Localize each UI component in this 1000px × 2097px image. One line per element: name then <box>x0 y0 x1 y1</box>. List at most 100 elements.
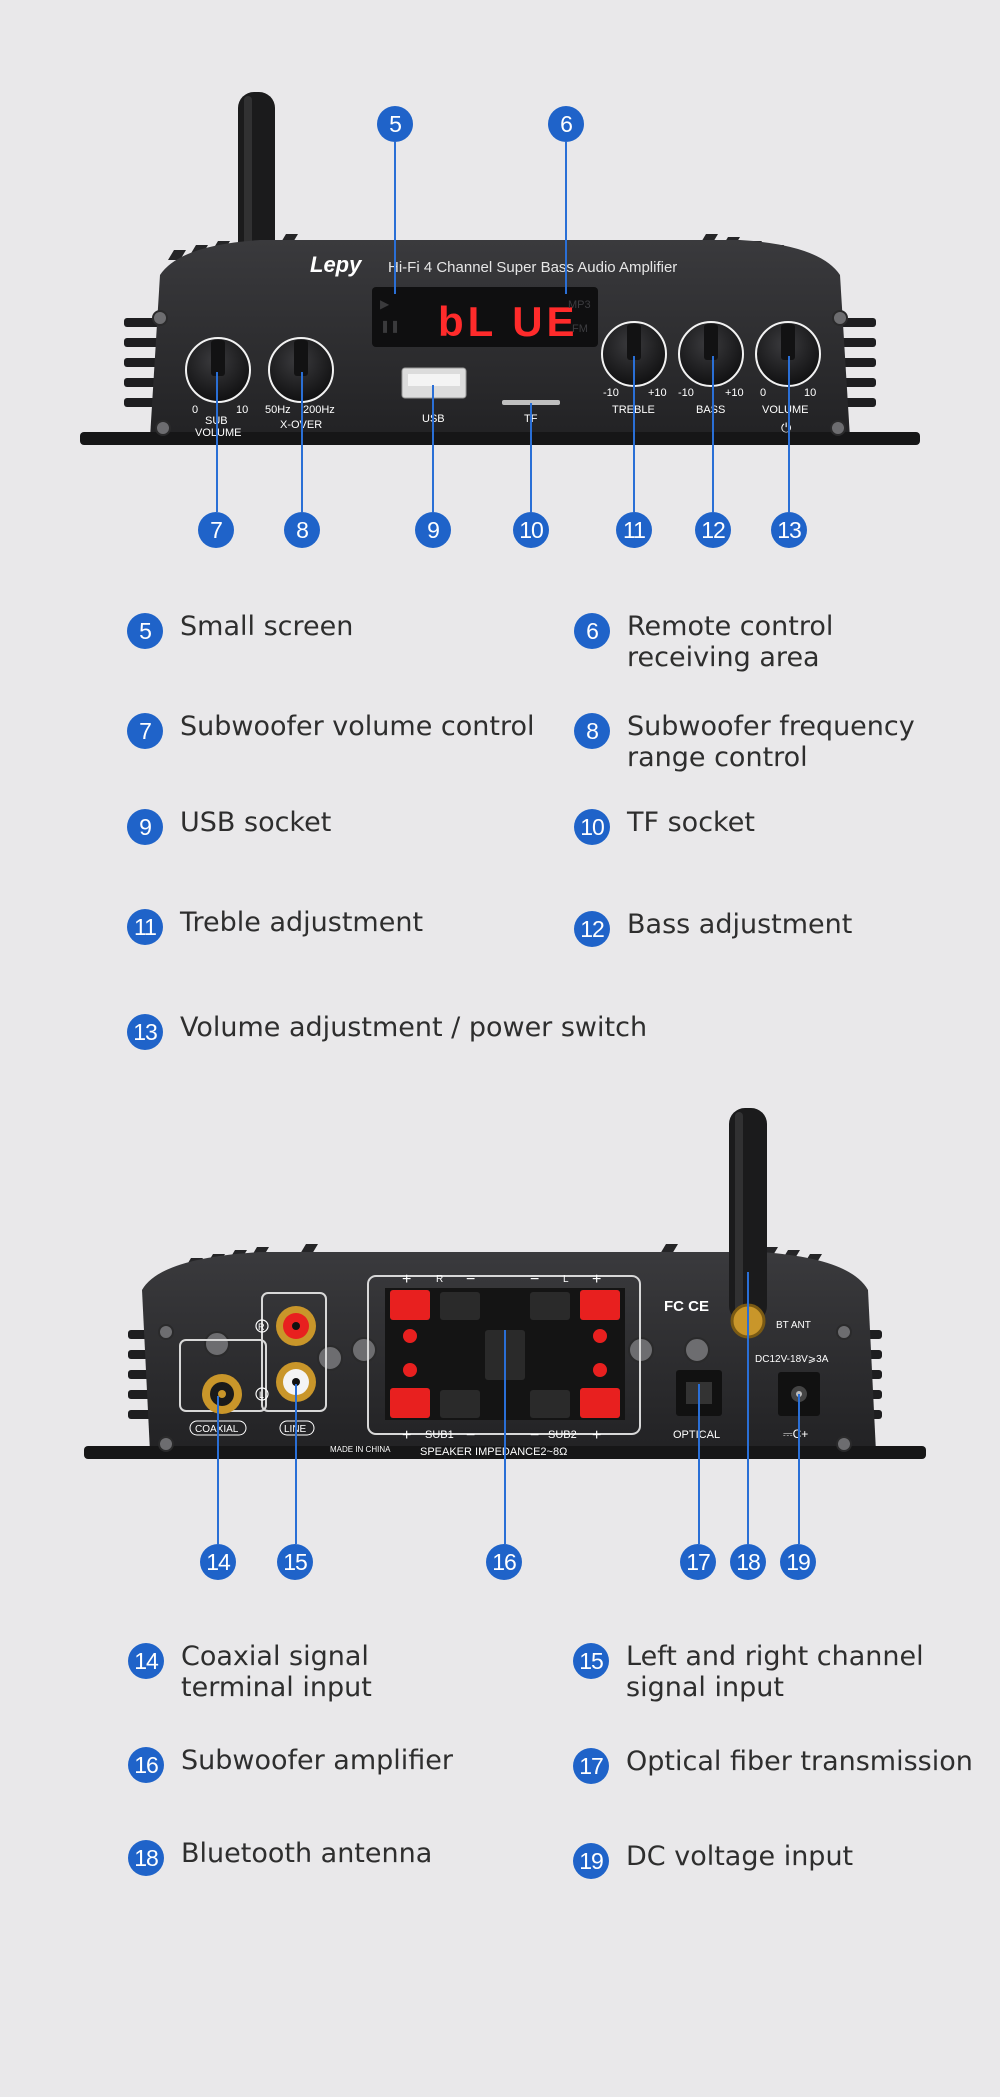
legend-item-16: 16 Subwoofer amplifier <box>128 1745 453 1783</box>
leader-10 <box>530 403 532 512</box>
svg-text:10: 10 <box>804 387 816 399</box>
svg-text:SUB2: SUB2 <box>548 1429 577 1441</box>
svg-text:▶: ▶ <box>380 297 390 311</box>
callout-16: 16 <box>486 1544 522 1580</box>
svg-text:+: + <box>402 1427 411 1444</box>
legend-item-11: 11 Treble adjustment <box>127 907 423 945</box>
legend-num: 13 <box>127 1014 163 1050</box>
legend-item-18: 18 Bluetooth antenna <box>128 1838 432 1876</box>
legend-text: USB socket <box>180 807 332 838</box>
legend-num: 12 <box>574 911 610 947</box>
legend-item-7: 7 Subwoofer volume control <box>127 711 535 749</box>
svg-text:OPTICAL: OPTICAL <box>673 1429 720 1441</box>
leader-16 <box>504 1330 506 1544</box>
svg-text:BASS: BASS <box>696 404 725 416</box>
svg-text:50Hz: 50Hz <box>265 404 291 416</box>
brand-logo: Lepy <box>310 252 363 277</box>
legend-item-5: 5 Small screen <box>127 611 353 649</box>
callout-9: 9 <box>415 512 451 548</box>
svg-text:L: L <box>563 1274 569 1285</box>
front-antenna <box>238 92 275 262</box>
svg-text:DC12V-18V⩾3A: DC12V-18V⩾3A <box>755 1354 829 1365</box>
svg-text:MADE IN CHINA: MADE IN CHINA <box>330 1445 391 1454</box>
legend-num: 5 <box>127 613 163 649</box>
callout-5: 5 <box>377 106 413 142</box>
svg-text:BT ANT: BT ANT <box>776 1320 811 1331</box>
callout-8: 8 <box>284 512 320 548</box>
legend-num: 8 <box>574 713 610 749</box>
svg-text:MP3: MP3 <box>568 299 591 311</box>
front-panel-illustration: Lepy Hi-Fi 4 Channel Super Bass Audio Am… <box>0 0 1000 460</box>
svg-text:COAXIAL: COAXIAL <box>195 1424 239 1435</box>
model-title: Hi-Fi 4 Channel Super Bass Audio Amplifi… <box>388 259 677 276</box>
leader-14 <box>217 1396 219 1544</box>
usb-port: USB <box>401 367 467 425</box>
svg-text:10: 10 <box>236 404 248 416</box>
svg-text:SPEAKER IMPEDANCE2~8Ω: SPEAKER IMPEDANCE2~8Ω <box>420 1446 567 1458</box>
svg-text:L: L <box>259 1390 264 1400</box>
rear-panel-illustration: R L COAXIAL LINE MADE IN CHINA +R −− L+ … <box>0 1100 1000 1480</box>
callout-17: 17 <box>680 1544 716 1580</box>
svg-text:FC CE: FC CE <box>664 1298 709 1315</box>
display-text: bL UE <box>438 298 579 345</box>
legend-item-10: 10 TF socket <box>574 807 755 845</box>
legend-text: Remote control receiving area <box>627 611 834 673</box>
callout-7: 7 <box>198 512 234 548</box>
leader-15 <box>295 1384 297 1544</box>
legend-text: Subwoofer amplifier <box>181 1745 454 1776</box>
legend-item-12: 12 Bass adjustment <box>574 909 852 947</box>
leader-5 <box>394 142 396 294</box>
svg-text:+: + <box>592 1271 601 1288</box>
legend-num: 18 <box>128 1840 164 1876</box>
legend-text: Optical fiber transmission <box>626 1746 973 1777</box>
svg-text:+10: +10 <box>725 387 744 399</box>
svg-text:R: R <box>436 1274 443 1285</box>
legend-item-19: 19 DC voltage input <box>573 1841 853 1879</box>
svg-text:R: R <box>258 1322 265 1332</box>
legend-item-9: 9 USB socket <box>127 807 331 845</box>
knob-bass: -10+10 BASS <box>678 321 744 416</box>
callout-15: 15 <box>277 1544 313 1580</box>
leader-13 <box>788 356 790 512</box>
leader-9 <box>432 385 434 512</box>
leader-7 <box>216 372 218 512</box>
legend-text: Subwoofer volume control <box>180 711 535 742</box>
legend-text: Subwoofer frequency range control <box>627 711 915 773</box>
callout-12: 12 <box>695 512 731 548</box>
knob-sub-volume: 010 SUBVOLUME <box>185 337 251 439</box>
legend-text: DC voltage input <box>626 1841 854 1872</box>
legend-num: 17 <box>573 1748 609 1784</box>
legend-num: 11 <box>127 909 163 945</box>
svg-text:VOLUME: VOLUME <box>762 404 808 416</box>
callout-6: 6 <box>548 106 584 142</box>
legend-num: 7 <box>127 713 163 749</box>
leader-17 <box>698 1384 700 1544</box>
svg-text:−: − <box>530 1427 539 1444</box>
svg-text:❚❚: ❚❚ <box>380 319 400 333</box>
legend-num: 14 <box>128 1643 164 1679</box>
legend-item-13: 13 Volume adjustment / power switch <box>127 1012 647 1050</box>
legend-num: 19 <box>573 1843 609 1879</box>
legend-item-8: 8 Subwoofer frequency range control <box>574 711 915 773</box>
svg-text:0: 0 <box>192 404 198 416</box>
callout-13: 13 <box>771 512 807 548</box>
svg-text:+10: +10 <box>648 387 667 399</box>
leader-18 <box>747 1272 749 1544</box>
svg-text:0: 0 <box>760 387 766 399</box>
legend-num: 9 <box>127 809 163 845</box>
legend-text: Treble adjustment <box>180 907 424 938</box>
legend-text: Bass adjustment <box>627 909 853 940</box>
callout-11: 11 <box>616 512 652 548</box>
legend-text: Small screen <box>180 611 354 642</box>
rear-amplifier-graphic: R L COAXIAL LINE MADE IN CHINA +R −− L+ … <box>84 1108 926 1459</box>
svg-text:VOLUME: VOLUME <box>195 427 241 439</box>
callout-10: 10 <box>513 512 549 548</box>
svg-text:−: − <box>530 1271 539 1288</box>
legend-text: Bluetooth antenna <box>181 1838 433 1869</box>
svg-text:⎓C+: ⎓C+ <box>783 1427 808 1441</box>
svg-text:-10: -10 <box>603 387 619 399</box>
legend-item-15: 15 Left and right channel signal input <box>573 1641 924 1703</box>
led-display <box>372 287 598 347</box>
callout-19: 19 <box>780 1544 816 1580</box>
